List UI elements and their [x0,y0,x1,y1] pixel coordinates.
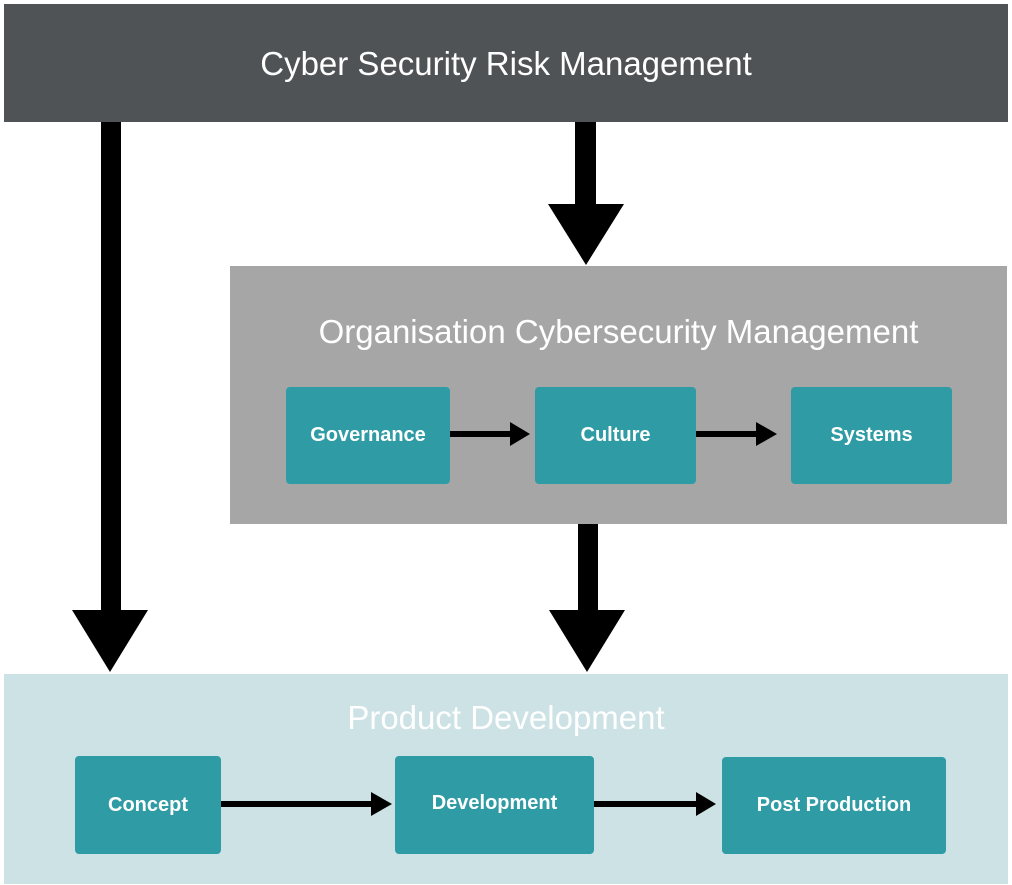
arrow-org-to-product [549,524,625,672]
org-band-title: Organisation Cybersecurity Management [318,313,919,350]
product-band-title: Product Development [347,699,665,736]
governance-box: Governance [286,387,450,484]
systems-box: Systems [791,387,952,484]
culture-box: Culture [535,387,696,484]
arrow-top-to-org [548,122,624,265]
concept-box: Concept [75,756,221,854]
top-band-title: Cyber Security Risk Management [260,45,752,82]
development-box: Development [395,756,594,854]
cyber-security-risk-management-band: Cyber Security Risk Management [4,4,1008,122]
arrow-top-to-product [72,122,148,672]
post-production-box: Post Production [722,757,946,854]
